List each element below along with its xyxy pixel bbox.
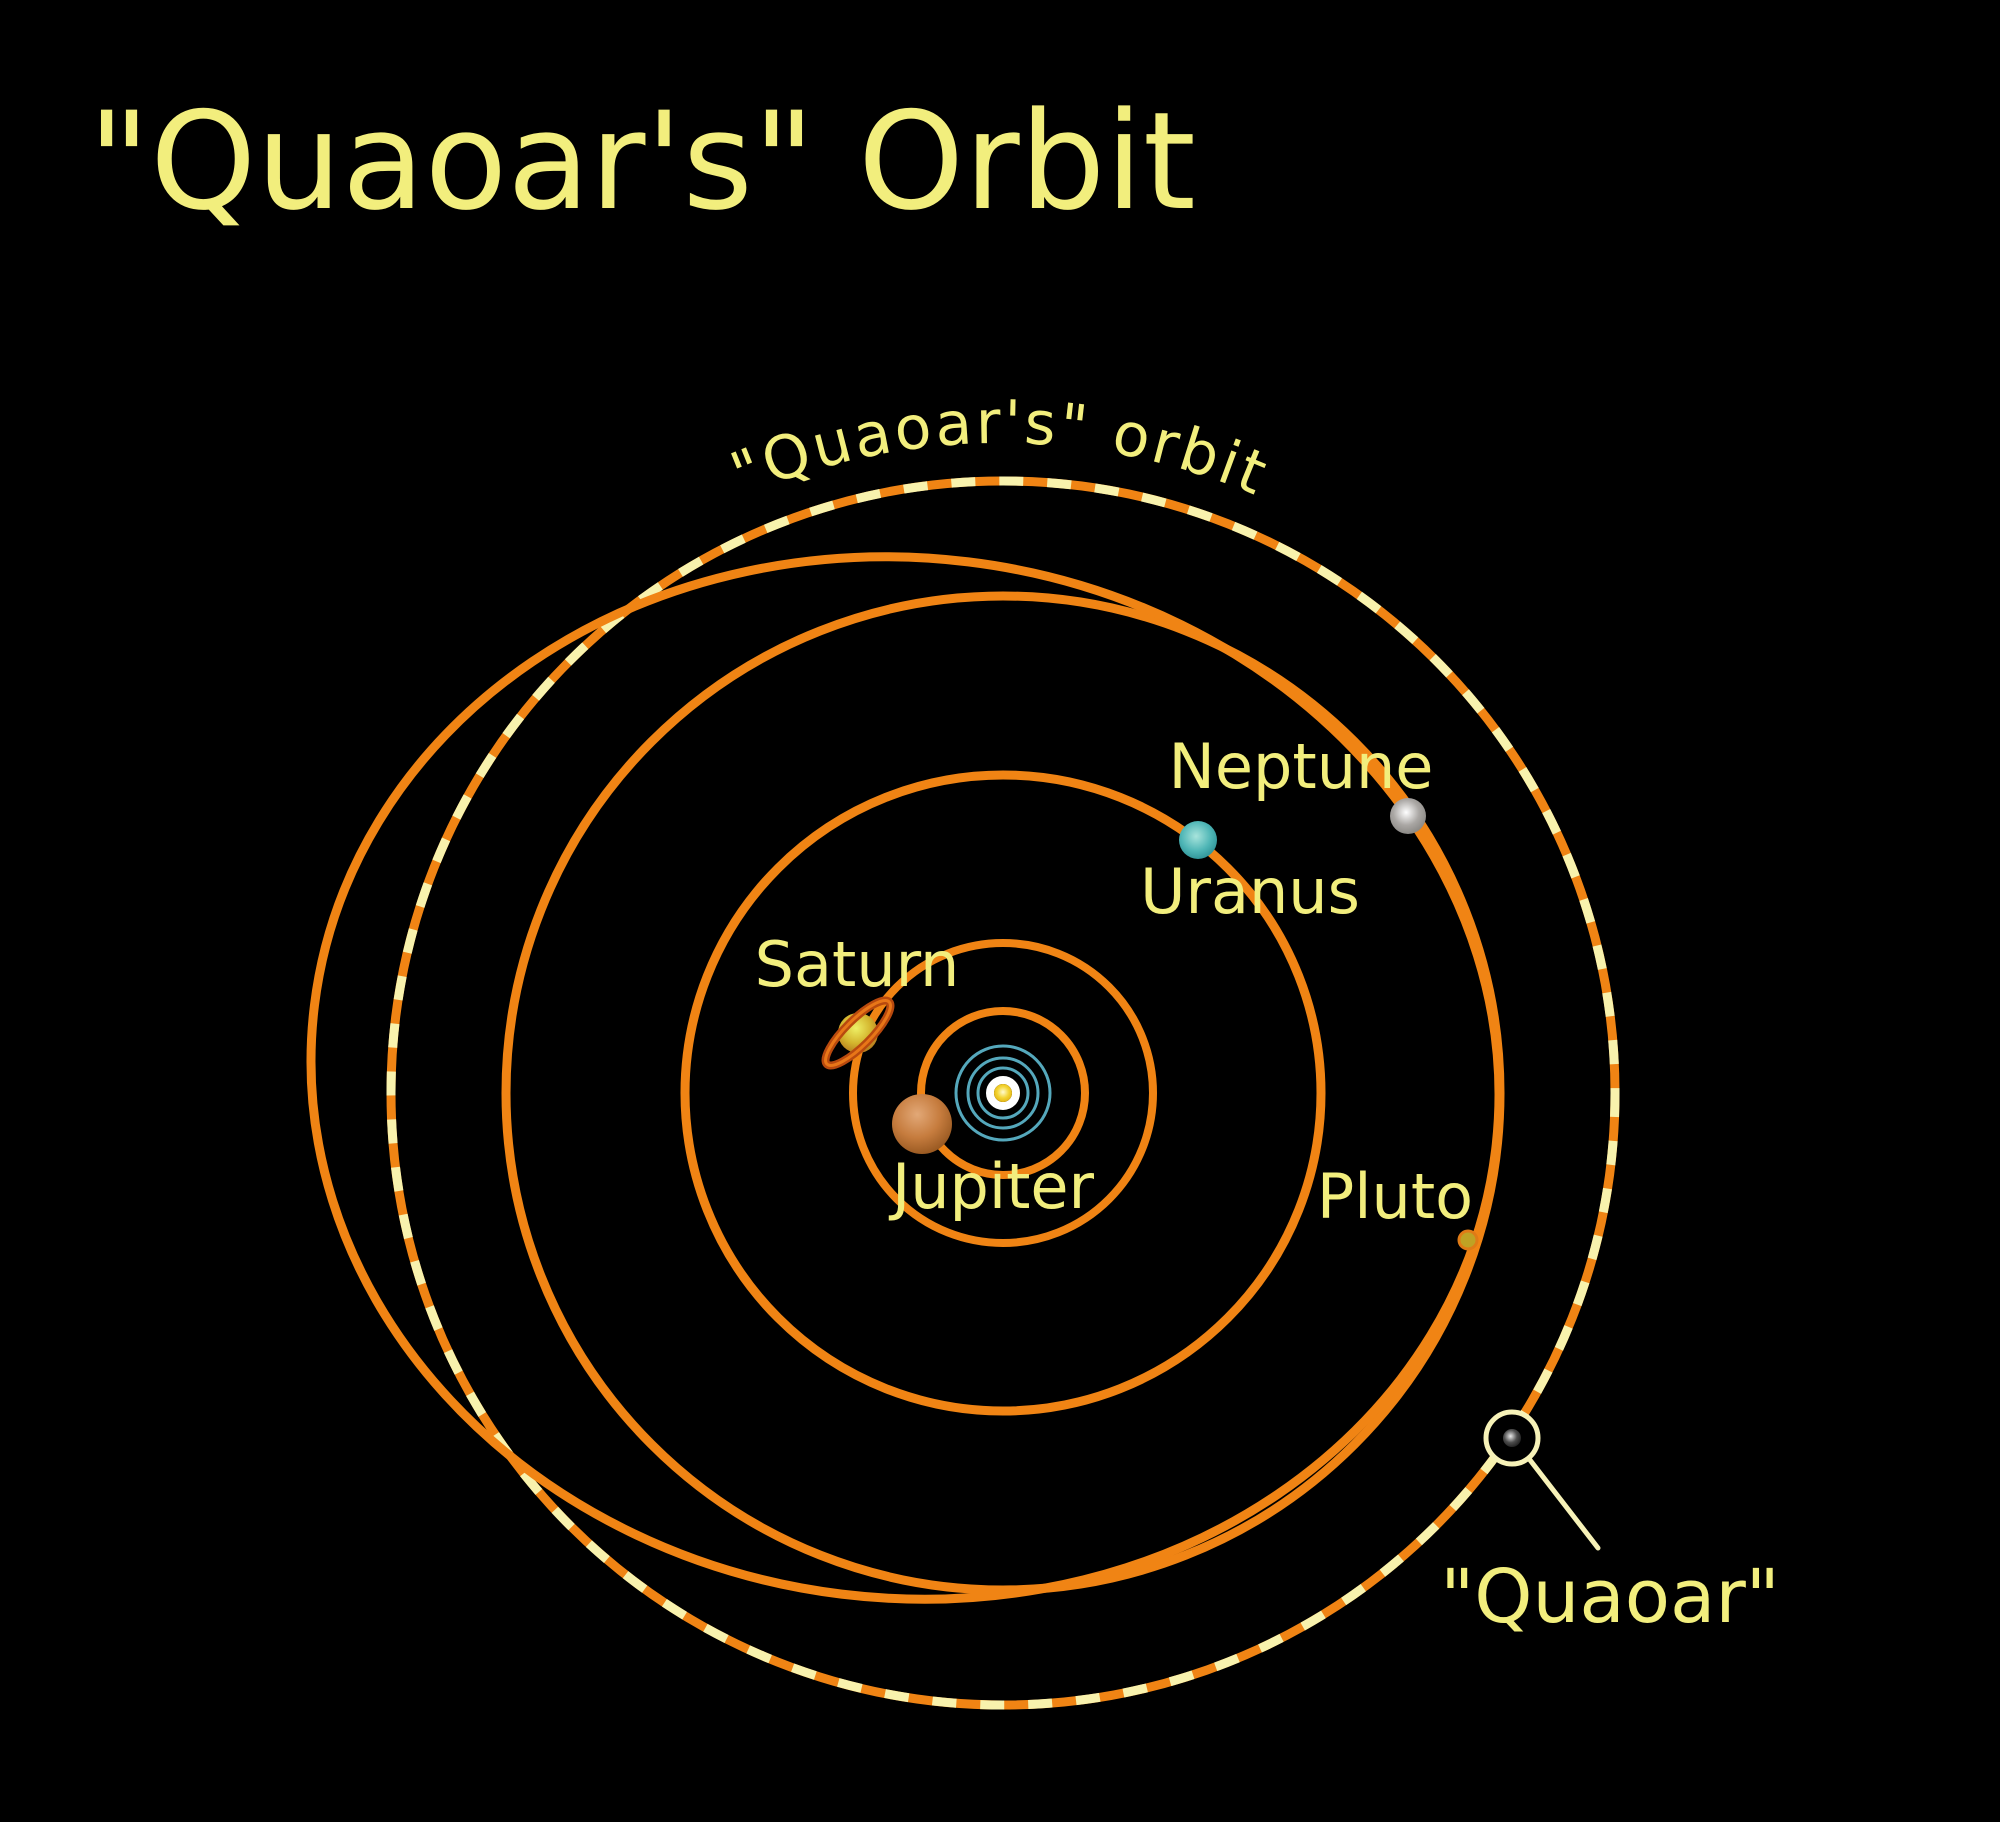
- neptune-label: Neptune: [1169, 730, 1434, 803]
- planet-jupiter: [892, 1094, 952, 1154]
- quaoar-orbit-dashes: [386, 476, 1620, 1710]
- quaoar-marker: [1483, 1409, 1601, 1551]
- planet-neptune: [1390, 798, 1426, 834]
- planet-pluto: [1457, 1229, 1479, 1251]
- inner-orbit-3: [954, 1044, 1052, 1142]
- quaoar-orbit-curved-label: "Quaoar's" orbit: [722, 388, 1279, 510]
- pluto-label: Pluto: [1317, 1160, 1473, 1233]
- jupiter-label: Jupiter: [888, 1150, 1095, 1223]
- sun-halo-ring: [986, 1076, 1020, 1110]
- planet-uranus: [1179, 821, 1217, 859]
- quaoar-label: "Quaoar": [1440, 1554, 1780, 1640]
- uranus-orbit: [680, 770, 1326, 1416]
- inner-orbit-2: [966, 1056, 1040, 1130]
- jupiter-orbit: [917, 1007, 1089, 1179]
- sun-icon: [994, 1084, 1012, 1102]
- saturn-orbit: [849, 939, 1157, 1247]
- saturn-label: Saturn: [755, 928, 960, 1001]
- uranus-label: Uranus: [1140, 855, 1360, 928]
- quaoar-body: [1503, 1429, 1521, 1447]
- inner-orbit-1: [976, 1066, 1030, 1120]
- sun: [986, 1076, 1020, 1110]
- page-title: "Quaoar's" Orbit: [88, 83, 1196, 240]
- pluto-orbit: [306, 552, 1504, 1604]
- quaoar-leader-line: [1527, 1457, 1601, 1551]
